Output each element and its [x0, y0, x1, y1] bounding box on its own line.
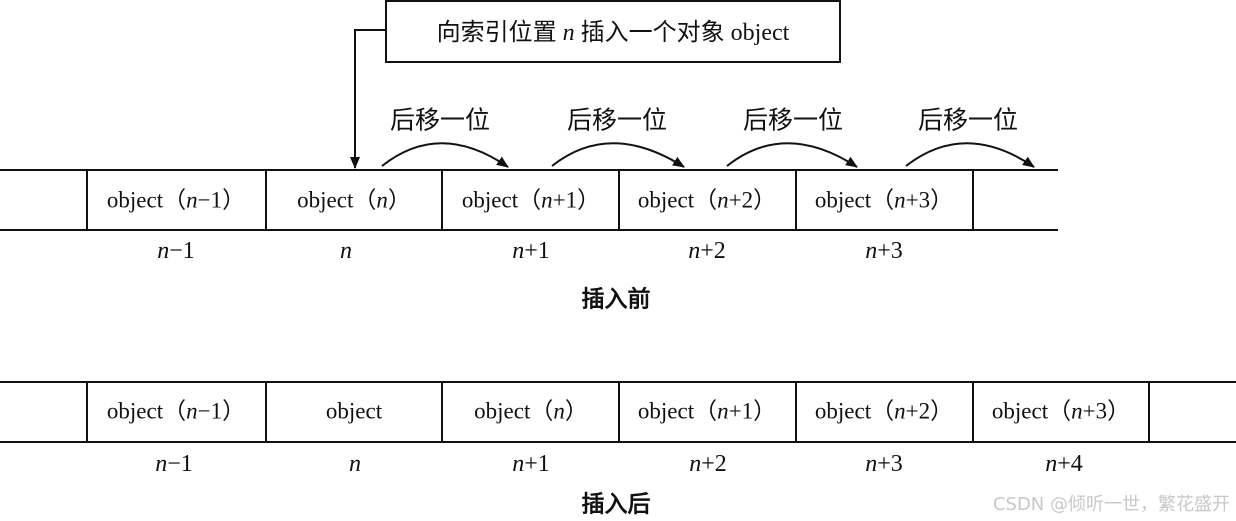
cell-before: object（n+2） [637, 187, 777, 213]
cell-after: object（n） [474, 398, 588, 424]
index-after: n+2 [689, 451, 727, 477]
index-after: n [349, 451, 361, 477]
index-before: n [340, 238, 352, 264]
shift-label: 后移一位 [742, 105, 844, 135]
array-after [0, 381, 1236, 443]
shift-label: 后移一位 [917, 105, 1019, 135]
cell-before: object（n−1） [106, 187, 246, 213]
cell-before: object（n+1） [461, 187, 601, 213]
index-before: n+1 [512, 238, 550, 264]
cell-before: object（n+3） [814, 187, 954, 213]
caption-after: 插入后 [581, 491, 651, 518]
caption-before: 插入前 [581, 286, 651, 313]
cell-before: object（n） [297, 187, 411, 213]
shift-arrow [381, 142, 509, 168]
shift-label: 后移一位 [389, 105, 491, 135]
index-after: n−1 [155, 451, 193, 477]
shift-label: 后移一位 [566, 105, 668, 135]
index-before: n+3 [865, 238, 903, 264]
index-after: n+1 [512, 451, 550, 477]
callout-box [385, 0, 841, 63]
array-before [0, 169, 1058, 231]
insert-arrow [350, 29, 386, 169]
shift-arrow [551, 142, 685, 168]
index-after: n+3 [865, 451, 903, 477]
cell-after: object（n+3） [991, 398, 1131, 424]
index-after: n+4 [1045, 451, 1083, 477]
index-before: n+2 [688, 238, 726, 264]
shift-arrow [905, 142, 1035, 168]
shift-arrow [726, 142, 858, 168]
watermark: CSDN @倾听一世，繁花盛开 [992, 494, 1230, 515]
cell-after-inserted: object [325, 398, 383, 424]
cell-after: object（n−1） [106, 398, 246, 424]
cell-after: object（n+1） [637, 398, 777, 424]
callout-text: 向索引位置 n 插入一个对象 object [436, 20, 790, 46]
cell-after: object（n+2） [814, 398, 954, 424]
index-before: n−1 [157, 238, 195, 264]
